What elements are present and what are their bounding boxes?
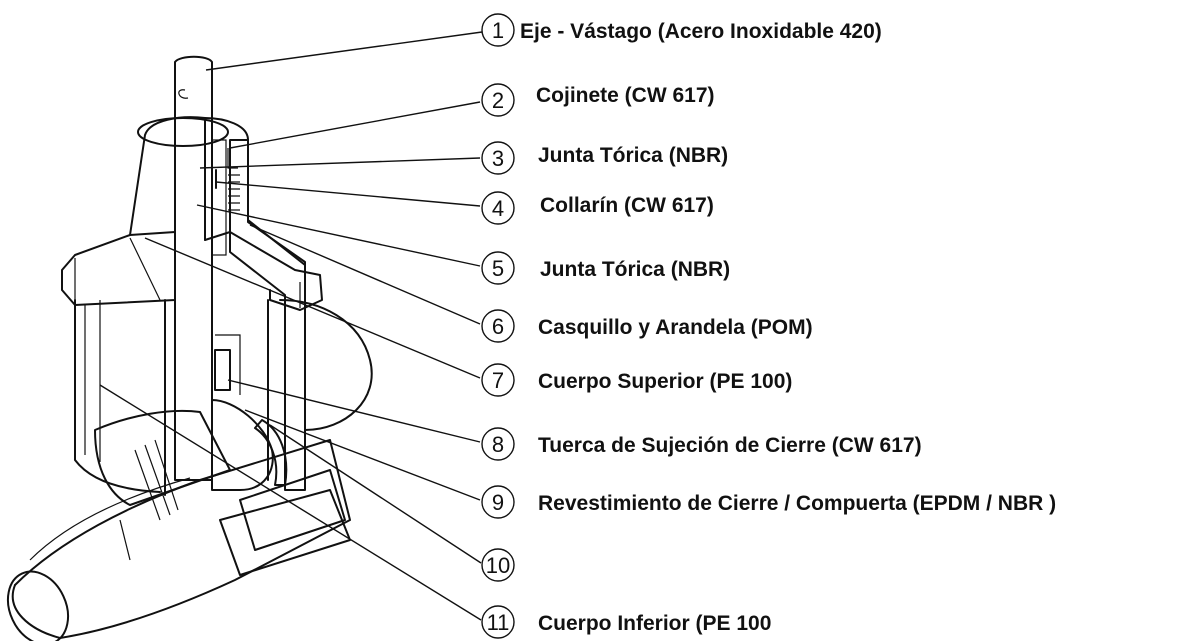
callouts: 1 Eje - Vástago (Acero Inoxidable 420) 2… <box>99 13 1056 639</box>
leader-line <box>196 204 481 267</box>
leader-line <box>249 224 481 325</box>
casing-section <box>229 139 306 491</box>
callout-circle <box>481 605 515 639</box>
leader-line <box>227 379 481 443</box>
callout-label: Cuerpo Superior (PE 100) <box>538 370 792 393</box>
lower-body <box>74 299 373 496</box>
valve-drawing <box>6 55 373 641</box>
callout-circle <box>481 251 515 285</box>
lower-pipe <box>6 409 351 641</box>
callout-circle <box>481 13 515 47</box>
callout-circle <box>481 363 515 397</box>
callout-label: Junta Tórica (NBR) <box>538 144 728 167</box>
callout-circle <box>481 548 515 582</box>
callout-number: 2 <box>492 88 504 113</box>
callout-label: Eje - Vástago (Acero Inoxidable 420) <box>520 20 882 43</box>
leader-line <box>269 424 482 564</box>
callout-number: 4 <box>492 196 504 221</box>
upper-body <box>61 116 323 311</box>
callout-circle <box>481 309 515 343</box>
callout-number: 1 <box>492 18 504 43</box>
leader-line <box>144 237 481 379</box>
callout-circle <box>481 191 515 225</box>
callout-circle <box>481 485 515 519</box>
seal-details <box>214 148 241 395</box>
callout-circle <box>481 427 515 461</box>
callout-circle <box>481 83 515 117</box>
callout-number: 11 <box>487 610 510 635</box>
callout-number: 9 <box>492 490 504 515</box>
callout-number: 5 <box>492 256 504 281</box>
callout-label: Tuerca de Sujeción de Cierre (CW 617) <box>538 434 922 457</box>
leader-line <box>99 384 482 621</box>
callout-label: Cojinete (CW 617) <box>536 84 715 107</box>
callout-number: 10 <box>486 553 510 578</box>
callout-label: Revestimiento de Cierre / Compuerta (EPD… <box>538 492 1056 515</box>
callout-label: Collarín (CW 617) <box>540 194 714 217</box>
callout-number: 7 <box>492 368 504 393</box>
leader-line <box>215 181 481 207</box>
leader-line <box>199 157 481 169</box>
callout-number: 8 <box>492 432 504 457</box>
callout-label: Junta Tórica (NBR) <box>540 258 730 281</box>
leader-line <box>244 409 481 501</box>
callout-label: Casquillo y Arandela (POM) <box>538 316 813 339</box>
leader-line <box>229 101 481 149</box>
leader-line <box>205 31 483 71</box>
callout-number: 3 <box>492 146 504 171</box>
gate-wedge <box>211 399 288 491</box>
callout-circle <box>481 141 515 175</box>
callout-number: 6 <box>492 314 504 339</box>
callout-label: Cuerpo Inferior (PE 100 <box>538 612 771 635</box>
